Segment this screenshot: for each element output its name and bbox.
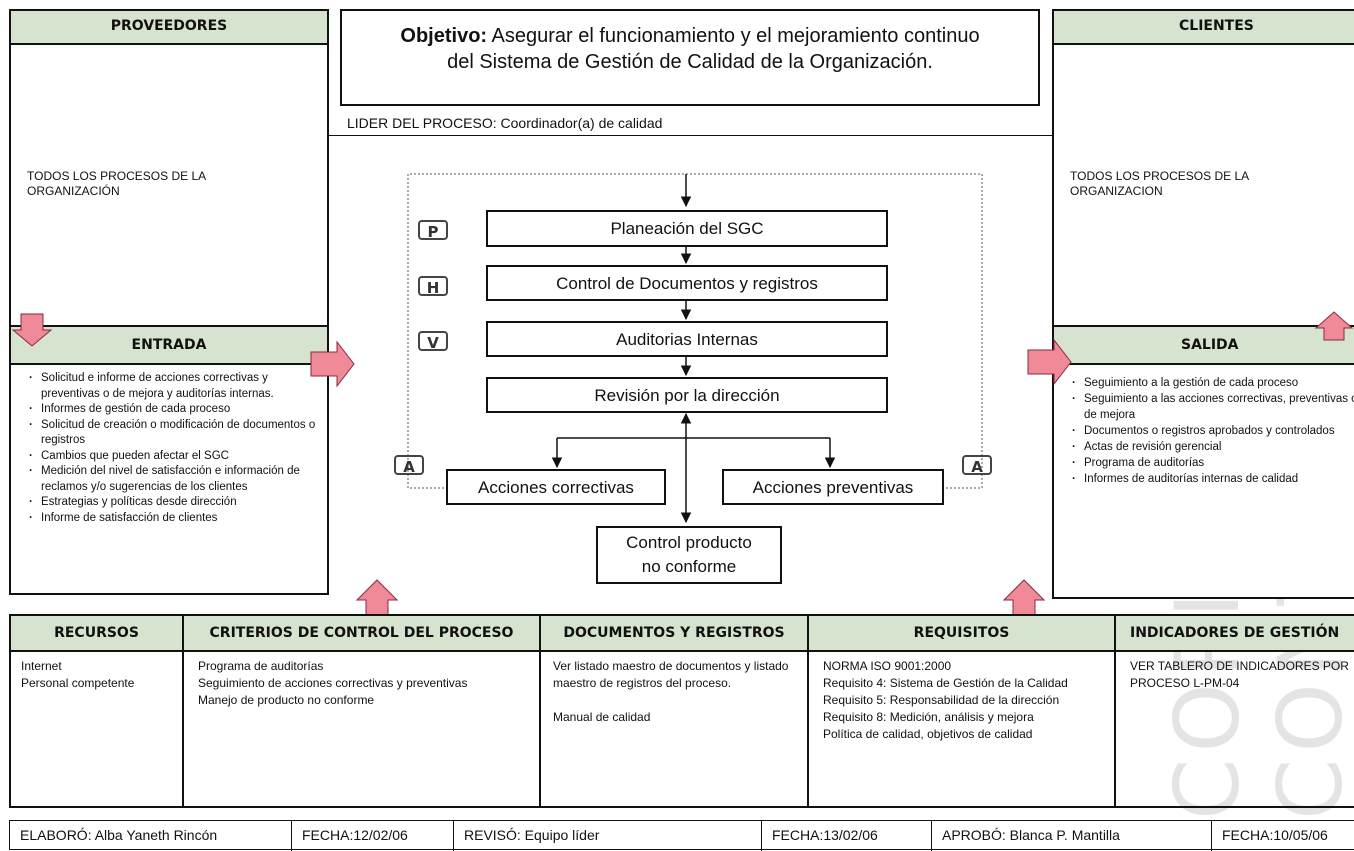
- salida-item: Informes de auditorías internas de calid…: [1072, 471, 1354, 487]
- indicadores-line: VER TABLERO DE INDICADORES POR PROCESO L…: [1130, 659, 1349, 690]
- criterios-line: Programa de auditorías: [198, 659, 324, 673]
- recursos-line: Personal competente: [21, 676, 135, 690]
- process-control-producto-l2: no conforme: [641, 557, 737, 576]
- leader-text: LIDER DEL PROCESO: Coordinador(a) de cal…: [347, 115, 663, 131]
- footer-fecha-1: FECHA:12/02/06: [292, 821, 454, 851]
- arrow-right-salida: [1027, 338, 1072, 386]
- objective-text: Asegurar el funcionamiento y el mejorami…: [491, 25, 980, 47]
- requisitos-line: Requisito 8: Medición, análisis y mejora: [823, 710, 1034, 724]
- entrada-item: Cambios que pueden afectar el SGC: [29, 449, 319, 465]
- requisitos-title: REQUISITOS: [809, 616, 1114, 652]
- criterios-line: Seguimiento de acciones correctivas y pr…: [198, 676, 468, 690]
- objective-label: Objetivo:: [400, 25, 488, 47]
- proveedores-title: PROVEEDORES: [11, 11, 327, 45]
- phva-v-icon: V: [418, 331, 448, 352]
- arrow-down-proveedores: [11, 313, 53, 347]
- recursos-title: RECURSOS: [11, 616, 182, 652]
- entrada-item: Informe de satisfacción de clientes: [29, 511, 319, 527]
- indicadores-title: INDICADORES DE GESTIÓN: [1116, 616, 1354, 652]
- requisitos-cell: REQUISITOS NORMA ISO 9001:2000 Requisito…: [809, 616, 1116, 806]
- salida-title: SALIDA: [1054, 327, 1354, 365]
- arrow-up-recursos: [355, 579, 399, 619]
- phva-a-left-icon: A: [394, 455, 424, 476]
- process-revision: Revisión por la dirección: [486, 377, 888, 413]
- documentos-title: DOCUMENTOS Y REGISTROS: [541, 616, 807, 652]
- objective-box: Objetivo: Asegurar el funcionamiento y e…: [340, 9, 1040, 106]
- entrada-item: Solicitud de creación o modificación de …: [29, 418, 319, 449]
- arrow-up-salida: [1002, 579, 1046, 619]
- footer-table: ELABORÓ: Alba Yaneth Rincón FECHA:12/02/…: [9, 820, 1354, 851]
- indicadores-cell: INDICADORES DE GESTIÓN VER TABLERO DE IN…: [1116, 616, 1354, 806]
- process-auditorias: Auditorias Internas: [486, 321, 888, 357]
- requisitos-body: NORMA ISO 9001:2000 Requisito 4: Sistema…: [809, 652, 1114, 749]
- criterios-cell: CRITERIOS DE CONTROL DEL PROCESO Program…: [184, 616, 541, 806]
- requisitos-line: Requisito 4: Sistema de Gestión de la Ca…: [823, 676, 1068, 690]
- proveedores-box: PROVEEDORES TODOS LOS PROCESOS DE LA ORG…: [9, 9, 329, 327]
- entrada-item: Informes de gestión de cada proceso: [29, 402, 319, 418]
- recursos-body: Internet Personal competente: [11, 652, 182, 698]
- entrada-item: Estrategias y políticas desde dirección: [29, 495, 319, 511]
- salida-item: Actas de revisión gerencial: [1072, 439, 1354, 455]
- entrada-box: ENTRADA Solicitud e informe de acciones …: [9, 325, 329, 595]
- footer-reviso: REVISÓ: Equipo líder: [454, 821, 762, 851]
- salida-item: Documentos o registros aprobados y contr…: [1072, 423, 1354, 439]
- objective-text-2: del Sistema de Gestión de Calidad de la …: [447, 51, 933, 73]
- documentos-line: Ver listado maestro de documentos y list…: [553, 659, 789, 690]
- process-acciones-preventivas: Acciones preventivas: [722, 469, 944, 505]
- requisitos-line: NORMA ISO 9001:2000: [823, 659, 952, 673]
- process-control-documentos: Control de Documentos y registros: [486, 265, 888, 301]
- process-control-producto-l1: Control producto: [626, 533, 752, 552]
- entrada-list: Solicitud e informe de acciones correcti…: [11, 365, 327, 526]
- salida-box: SALIDA Seguimiento a la gestión de cada …: [1052, 325, 1354, 599]
- indicadores-body: VER TABLERO DE INDICADORES POR PROCESO L…: [1116, 652, 1354, 698]
- criterios-line: Manejo de producto no conforme: [198, 693, 375, 707]
- proveedores-text: TODOS LOS PROCESOS DE LA ORGANIZACIÓN: [27, 169, 206, 198]
- clientes-title: CLIENTES: [1054, 11, 1354, 45]
- arrow-right-entrada: [310, 340, 355, 388]
- salida-item: Seguimiento a la gestión de cada proceso: [1072, 375, 1354, 391]
- clientes-text: TODOS LOS PROCESOS DE LA ORGANIZACION: [1070, 169, 1249, 198]
- criterios-body: Programa de auditorías Seguimiento de ac…: [184, 652, 539, 715]
- requisitos-line: Política de calidad, objetivos de calida…: [823, 727, 1033, 741]
- footer-fecha-3: FECHA:10/05/06: [1222, 827, 1328, 843]
- criterios-title: CRITERIOS DE CONTROL DEL PROCESO: [184, 616, 539, 652]
- requisitos-line: Requisito 5: Responsabilidad de la direc…: [823, 693, 1060, 707]
- documentos-line: Manual de calidad: [553, 710, 651, 724]
- bottom-table: RECURSOS Internet Personal competente CR…: [9, 614, 1354, 808]
- footer-aprobo: APROBÓ: Blanca P. Mantilla: [932, 821, 1212, 851]
- footer-fecha-2: FECHA:13/02/06: [762, 821, 932, 851]
- phva-p-icon: P: [418, 220, 448, 241]
- salida-list: Seguimiento a la gestión de cada proceso…: [1054, 365, 1354, 487]
- pdca-loop-line: [407, 173, 983, 489]
- salida-item: Programa de auditorías: [1072, 455, 1354, 471]
- arrow-up-clientes: [1314, 311, 1354, 341]
- clientes-box: CLIENTES TODOS LOS PROCESOS DE LA ORGANI…: [1052, 9, 1354, 327]
- process-acciones-correctivas: Acciones correctivas: [446, 469, 666, 505]
- phva-h-icon: H: [418, 276, 448, 297]
- entrada-item: Solicitud e informe de acciones correcti…: [29, 371, 319, 402]
- entrada-title: ENTRADA: [11, 327, 327, 365]
- salida-item: Seguimiento a las acciones correctivas, …: [1072, 391, 1354, 423]
- recursos-cell: RECURSOS Internet Personal competente: [11, 616, 184, 806]
- footer-elaboro: ELABORÓ: Alba Yaneth Rincón: [10, 821, 292, 851]
- entrada-item: Medición del nivel de satisfacción e inf…: [29, 464, 319, 495]
- process-planeacion: Planeación del SGC: [486, 210, 888, 247]
- pink-arrows: [11, 311, 1354, 619]
- process-control-producto: Control producto no conforme: [596, 526, 782, 584]
- documentos-cell: DOCUMENTOS Y REGISTROS Ver listado maest…: [541, 616, 809, 806]
- recursos-line: Internet: [21, 659, 62, 673]
- leader-divider: [329, 135, 1052, 136]
- documentos-line: [553, 692, 797, 709]
- documentos-body: Ver listado maestro de documentos y list…: [541, 652, 807, 732]
- phva-a-right-icon: A: [962, 455, 992, 476]
